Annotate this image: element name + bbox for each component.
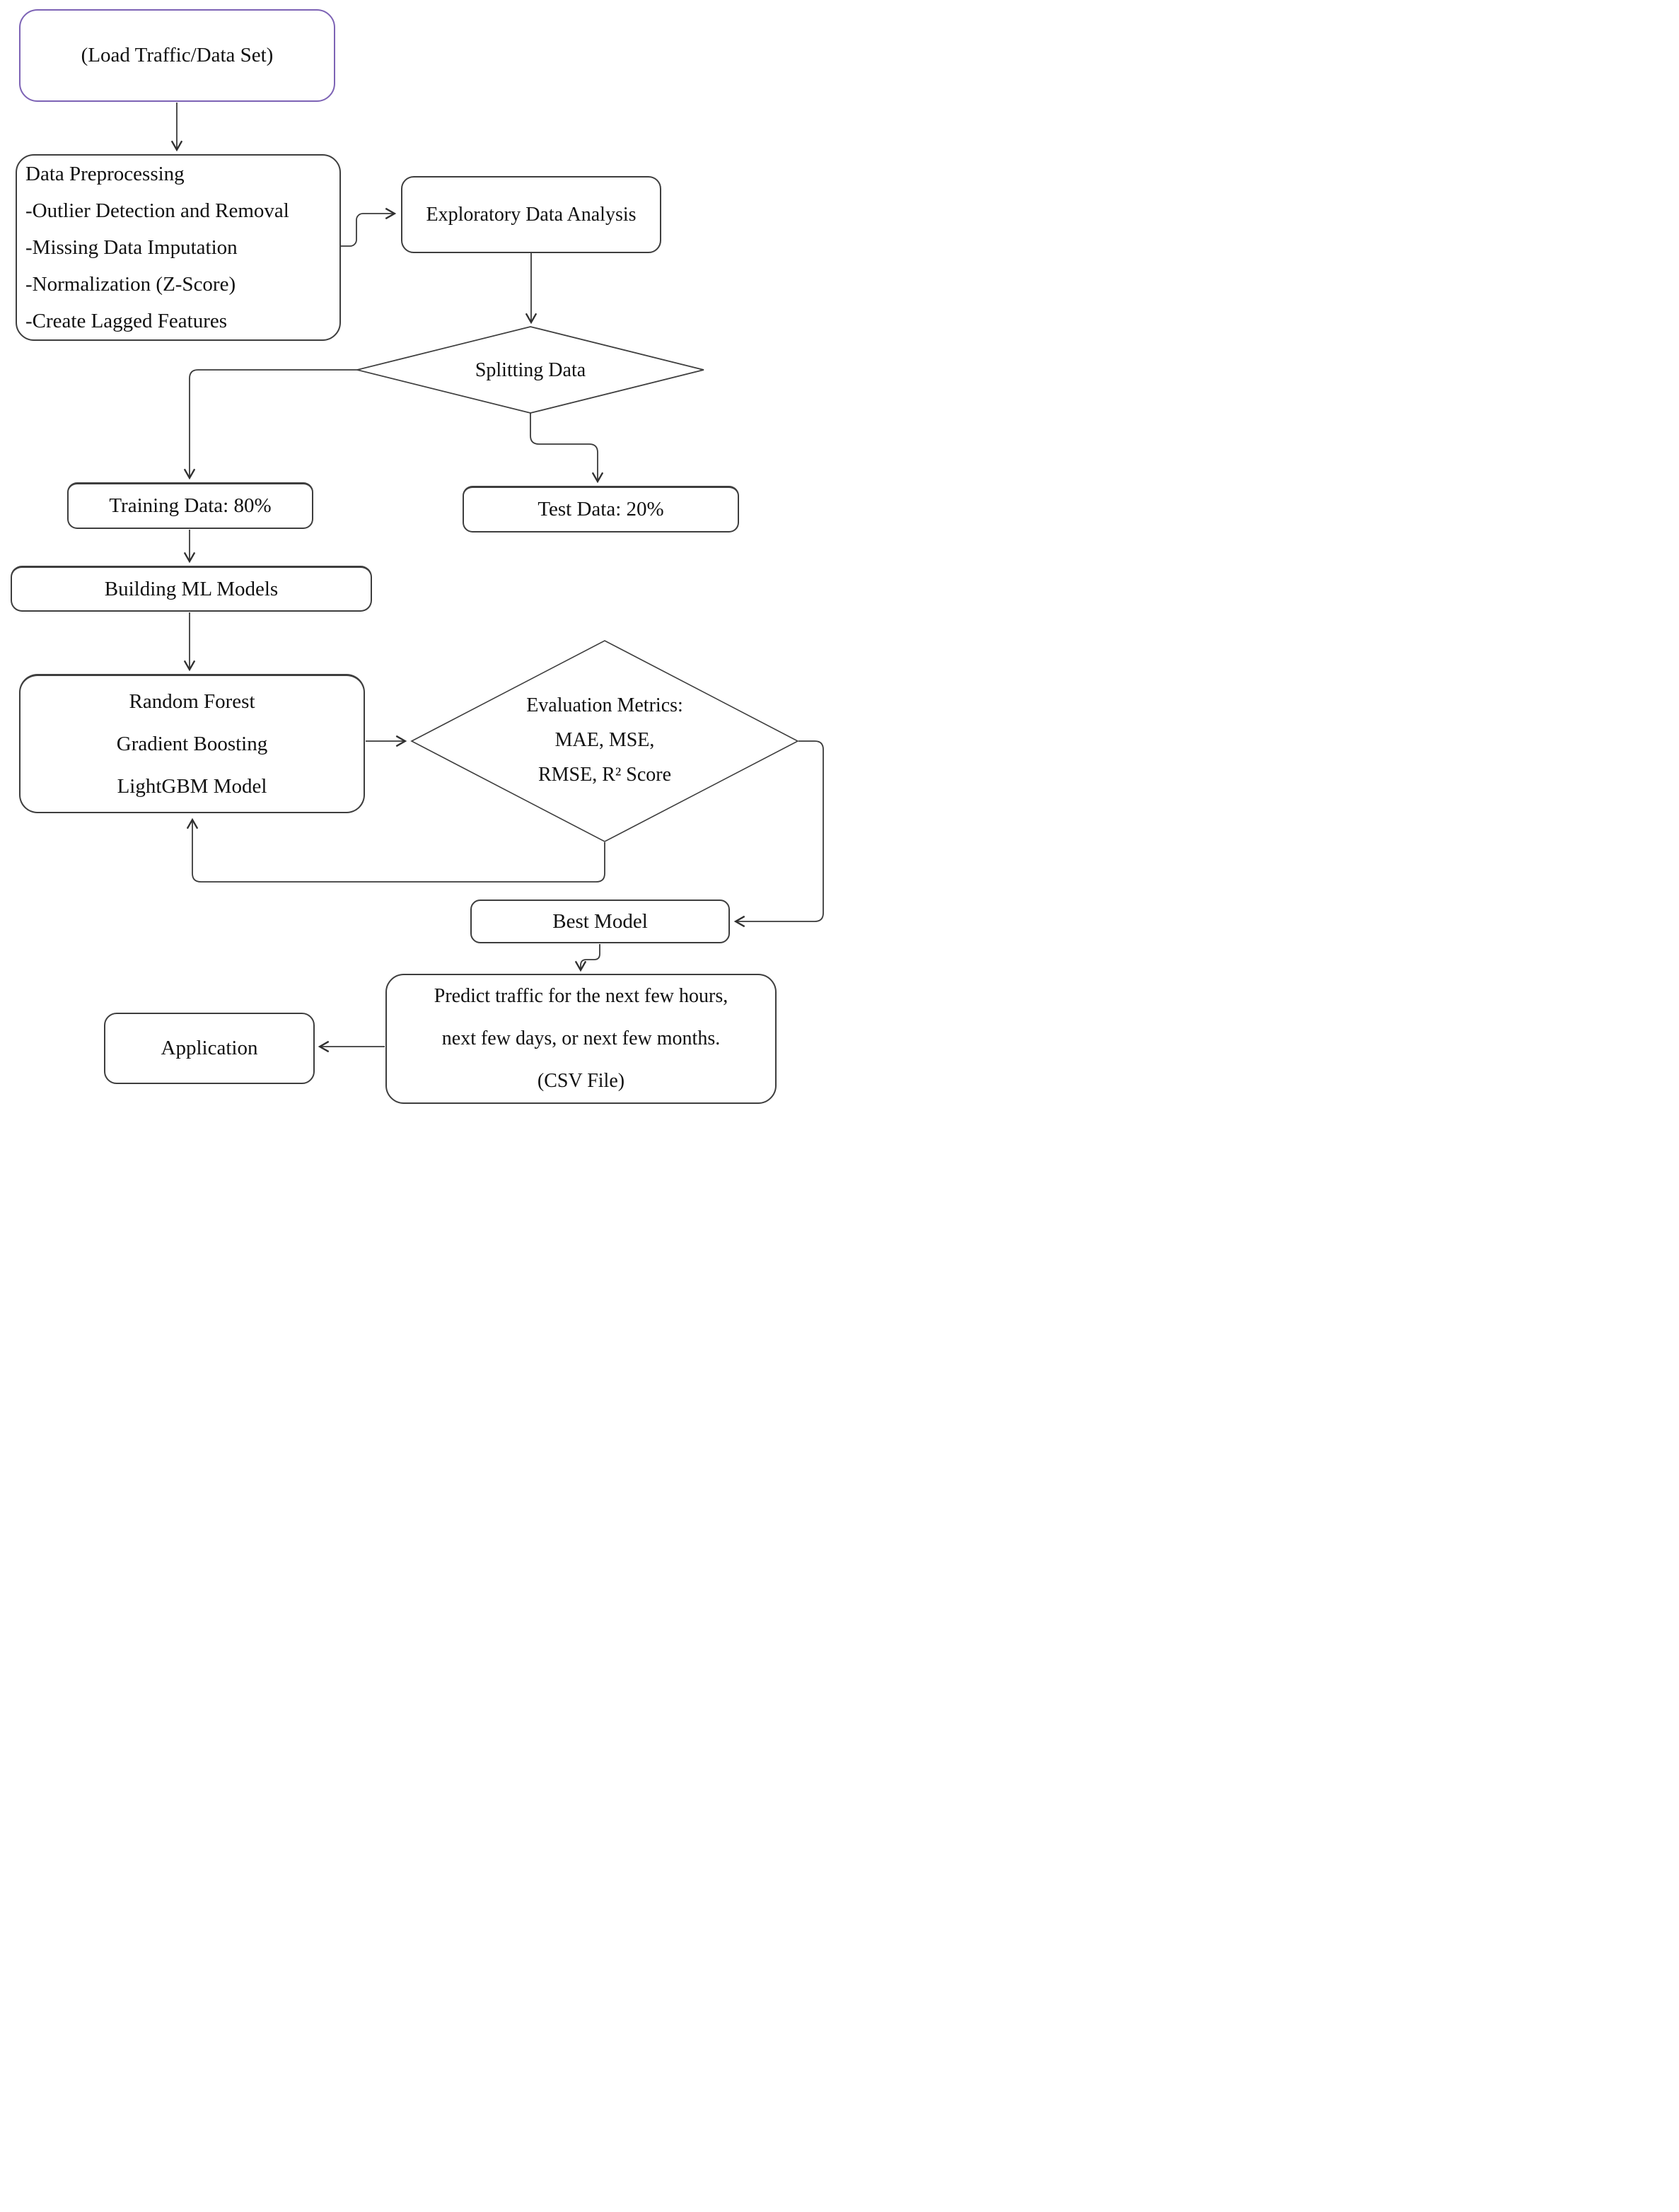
model-name: LightGBM Model	[117, 775, 267, 798]
preprocessing-step: -Normalization (Z-Score)	[25, 273, 236, 296]
arrow-evaluation-loop-to-models	[186, 817, 605, 883]
node-label: Splitting Data	[475, 359, 586, 381]
model-name: Gradient Boosting	[116, 733, 268, 755]
node-data-preprocessing: Data Preprocessing -Outlier Detection an…	[16, 154, 341, 341]
node-label: Exploratory Data Analysis	[426, 204, 637, 226]
arrow-splitting-to-training	[183, 369, 357, 480]
arrow-best-to-predict	[574, 944, 600, 972]
node-splitting-data-label: Splitting Data	[446, 353, 615, 388]
arrow-preprocessing-to-eda	[341, 207, 397, 247]
node-label: Building ML Models	[104, 577, 279, 600]
preprocessing-step: -Create Lagged Features	[25, 310, 228, 332]
node-label: Evaluation Metrics:	[526, 694, 683, 716]
node-test-data: Test Data: 20%	[463, 486, 739, 532]
node-predict-traffic: Predict traffic for the next few hours, …	[385, 974, 777, 1104]
node-application: Application	[104, 1013, 315, 1084]
metric-list: MAE, MSE,	[554, 729, 655, 751]
node-label: (Load Traffic/Data Set)	[81, 44, 274, 67]
metric-list: RMSE, R² Score	[538, 764, 672, 786]
model-name: Random Forest	[129, 690, 255, 713]
splitting-data-diamond	[356, 326, 704, 414]
node-label: Best Model	[552, 909, 648, 933]
connector-layer	[170, 103, 824, 1053]
node-training-data: Training Data: 80%	[67, 482, 313, 529]
arrow-evaluation-to-best	[733, 740, 824, 928]
node-label: Training Data: 80%	[109, 494, 272, 518]
preprocessing-step: -Missing Data Imputation	[25, 236, 238, 259]
node-label: Application	[161, 1037, 258, 1060]
node-best-model: Best Model	[470, 900, 730, 943]
arrow-splitting-to-test	[530, 413, 604, 484]
node-ml-model-list: Random Forest Gradient Boosting LightGBM…	[19, 674, 365, 813]
node-label: Data Preprocessing	[25, 163, 185, 185]
predict-text: Predict traffic for the next few hours,	[434, 985, 728, 1007]
evaluation-metrics-diamond	[410, 640, 799, 842]
predict-text: (CSV File)	[537, 1070, 625, 1092]
predict-text: next few days, or next few months.	[441, 1028, 721, 1049]
node-building-ml-models: Building ML Models	[11, 566, 372, 612]
preprocessing-step: -Outlier Detection and Removal	[25, 199, 289, 222]
node-load-data-set: (Load Traffic/Data Set)	[19, 9, 335, 102]
flowchart-canvas: (Load Traffic/Data Set) Data Preprocessi…	[0, 0, 840, 1106]
node-label: Test Data: 20%	[538, 498, 664, 521]
node-evaluation-metrics-label: Evaluation Metrics: MAE, MSE, RMSE, R² S…	[499, 688, 711, 792]
node-exploratory-data-analysis: Exploratory Data Analysis	[401, 176, 661, 253]
